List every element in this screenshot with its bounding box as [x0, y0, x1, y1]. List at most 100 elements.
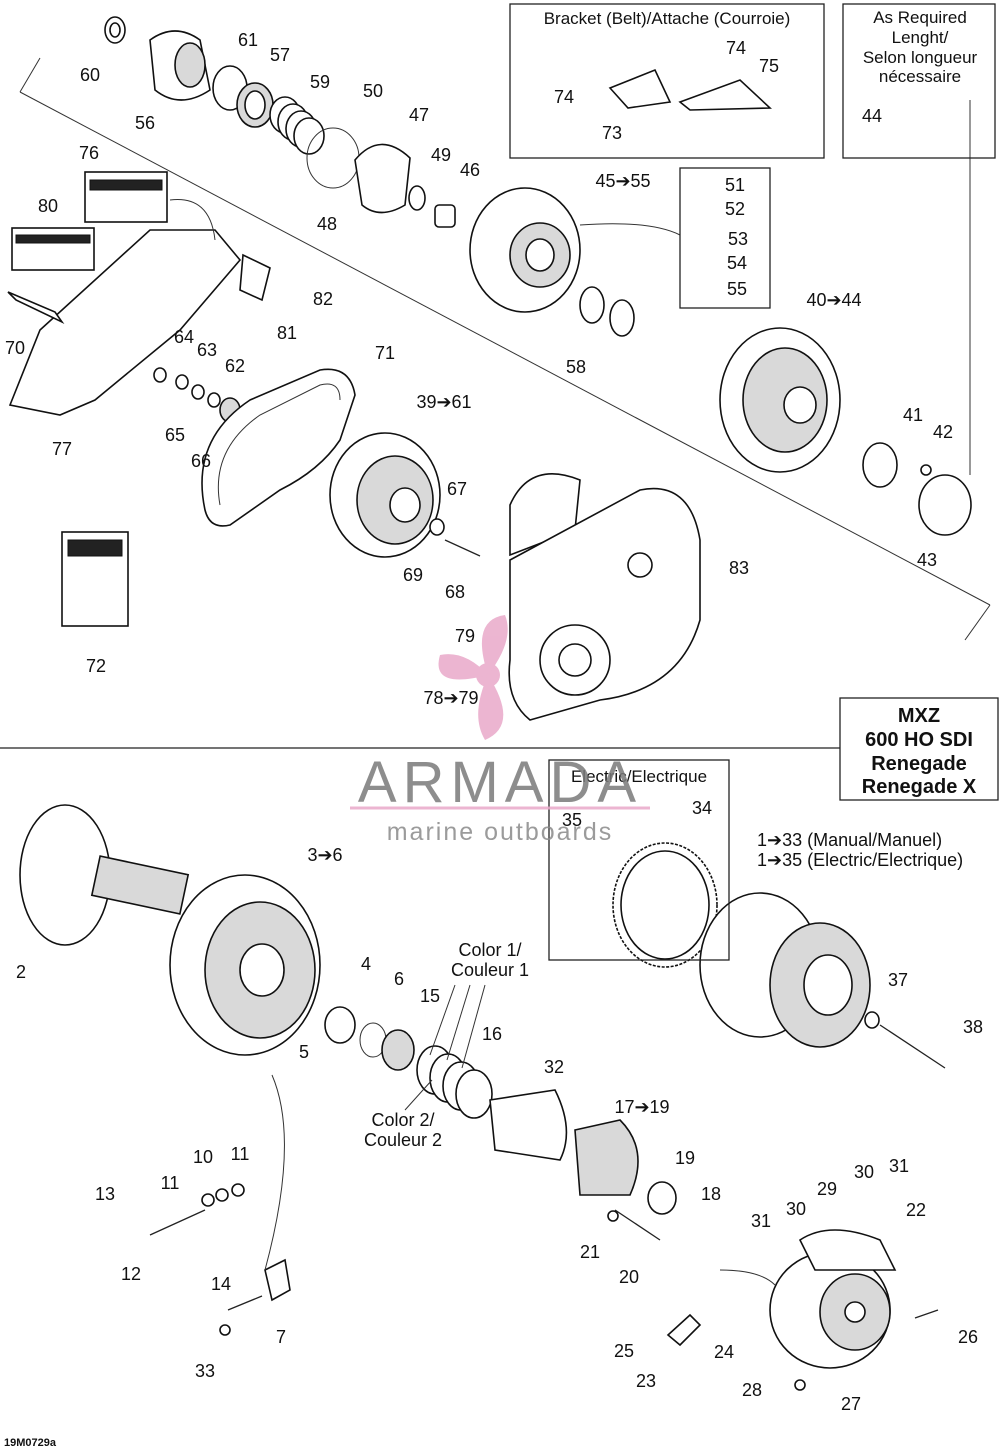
drive-belt-71	[201, 368, 356, 527]
note-electric: 1➔35 (Electric/Electrique)	[757, 850, 963, 870]
watermark-tagline: marine outboards	[387, 818, 614, 846]
secondary-pulley-39-61	[329, 432, 481, 558]
electric-box-title: Electric/Electrique	[571, 767, 707, 786]
model-line-4: Renegade X	[862, 776, 977, 798]
electric-box	[548, 759, 730, 961]
callout-68: 68	[445, 582, 465, 602]
driven-pulley-parts	[469, 187, 972, 536]
callout-62: 62	[225, 356, 245, 376]
watermark-brand: ARMADA	[358, 750, 642, 815]
callout-21: 21	[580, 1242, 600, 1262]
part-33	[219, 1324, 231, 1336]
callout-11: 11	[161, 1173, 180, 1193]
part-59-spring	[269, 96, 325, 155]
callout-48: 48	[317, 214, 337, 234]
callout-38: 38	[963, 1017, 983, 1037]
part-49	[408, 185, 426, 211]
callout-29: 29	[817, 1179, 837, 1199]
part-4	[324, 1006, 356, 1044]
callout-72: 72	[86, 656, 106, 676]
part-41	[862, 442, 898, 488]
callout-2: 2	[16, 962, 26, 982]
callout-64: 64	[174, 327, 194, 347]
part-11b	[231, 1183, 245, 1197]
model-box	[839, 697, 999, 801]
callout-60: 60	[80, 65, 100, 85]
note-color2-line2: Couleur 2	[364, 1130, 442, 1150]
part-11a	[201, 1193, 215, 1207]
part-68	[444, 539, 481, 557]
callout-74: 74	[554, 87, 574, 107]
callout-35: 35	[562, 810, 582, 830]
ring-gear-34	[612, 842, 718, 968]
part-15	[381, 1029, 415, 1071]
callout-34: 34	[692, 798, 712, 818]
part-10	[215, 1188, 229, 1202]
model-line-1: MXZ	[898, 705, 940, 727]
callout-26: 26	[958, 1327, 978, 1347]
callout-74: 74	[726, 38, 746, 58]
part-58a	[579, 286, 605, 324]
part-67	[429, 518, 445, 536]
callout-28: 28	[742, 1380, 762, 1400]
part-65	[191, 384, 205, 400]
pulley-cover-78-79	[508, 473, 701, 721]
propeller-logo-icon	[438, 615, 508, 740]
lever-parts	[149, 1183, 702, 1347]
callout-61: 61	[238, 30, 258, 50]
part-14	[227, 1295, 263, 1311]
sliding-half-3-6	[169, 874, 321, 1056]
part-37	[864, 1011, 880, 1029]
callout-5: 5	[299, 1042, 309, 1062]
callout-77: 77	[52, 439, 72, 459]
callout-73: 73	[602, 123, 622, 143]
callout-71: 71	[375, 343, 395, 363]
part-18	[647, 1181, 677, 1215]
callout-14: 14	[211, 1274, 231, 1294]
callout-69: 69	[403, 565, 423, 585]
callout-33: 33	[195, 1361, 215, 1381]
belt-guard-77	[8, 229, 242, 416]
spring-16	[416, 1045, 493, 1119]
assembly-axis-line	[19, 91, 991, 606]
callout-51: 51	[725, 175, 745, 195]
callout-40-44: 40➔44	[806, 290, 861, 310]
callout-31: 31	[751, 1211, 771, 1231]
callout-3-6: 3➔6	[307, 845, 342, 865]
as-required-line-4: nécessaire	[879, 67, 961, 86]
part-20	[614, 1209, 661, 1241]
part-63	[175, 374, 189, 390]
hardware-box-51-55	[679, 167, 771, 309]
callout-22: 22	[906, 1200, 926, 1220]
callout-17-19: 17➔19	[614, 1097, 669, 1117]
callout-27: 27	[841, 1394, 861, 1414]
callout-47: 47	[409, 105, 429, 125]
callout-58: 58	[566, 357, 586, 377]
decal-80	[11, 227, 95, 271]
callout-63: 63	[197, 340, 217, 360]
armada-watermark: ARMADA marine outboards	[350, 615, 650, 846]
as-required-box	[842, 3, 996, 159]
figure-code: 19M0729a	[4, 1437, 57, 1449]
bracket-81	[239, 253, 271, 302]
as-required-line-2: Lenght/	[892, 28, 949, 47]
callout-11: 11	[231, 1144, 250, 1164]
callout-19: 19	[675, 1148, 695, 1168]
belt-guard-and-decals	[7, 171, 271, 627]
model-line-3: Renegade	[871, 753, 967, 775]
callout-76: 76	[79, 143, 99, 163]
part-26	[914, 1309, 939, 1319]
callout-80: 80	[38, 196, 58, 216]
drive-pulley-upper-parts	[104, 16, 456, 228]
callout-81: 81	[277, 323, 297, 343]
callout-65: 65	[165, 425, 185, 445]
bushing-32	[489, 1089, 568, 1161]
callout-13: 13	[95, 1184, 115, 1204]
callout-30: 30	[786, 1199, 806, 1219]
callout-30: 30	[854, 1162, 874, 1182]
callout-42: 42	[933, 422, 953, 442]
clutch-assembly-1-35	[699, 892, 946, 1069]
bracket-box	[509, 3, 825, 159]
part-7	[264, 1258, 291, 1302]
